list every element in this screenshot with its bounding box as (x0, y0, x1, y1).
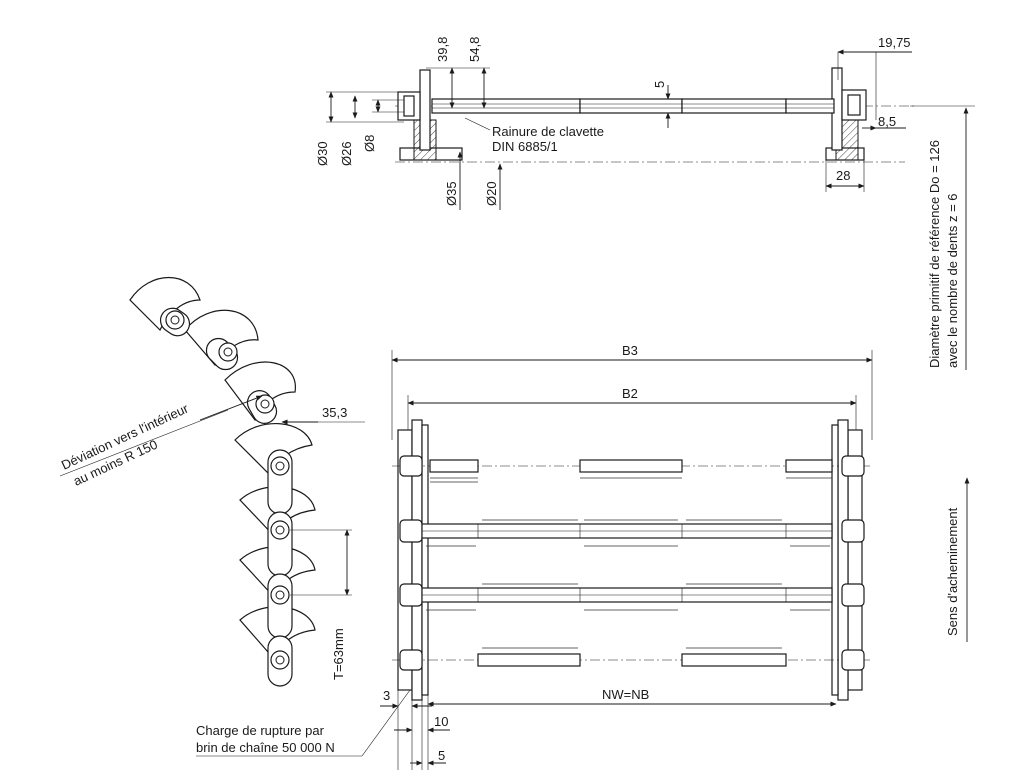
dia-20: Ø20 (484, 181, 499, 206)
chain-links (159, 307, 293, 687)
b2-label: B2 (622, 386, 638, 401)
right-annotations: Diamètre primitif de référence Do = 126 … (910, 105, 975, 642)
dia-30: Ø30 (315, 141, 330, 166)
front-view: B3 B2 (380, 343, 873, 770)
crossbar-3 (399, 583, 865, 607)
dim-19-75: 19,75 (878, 35, 911, 50)
right-chain (831, 419, 863, 701)
dim-8-5: 8,5 (878, 114, 896, 129)
nw-label: NW=NB (602, 687, 649, 702)
dia-35: Ø35 (444, 181, 459, 206)
breaking-load-label-2: brin de chaîne 50 000 N (196, 740, 335, 755)
dim-5-bottom: 5 (438, 748, 445, 763)
dia-26: Ø26 (339, 141, 354, 166)
crossbar-4 (392, 649, 872, 671)
dim-39-8: 39,8 (435, 37, 450, 62)
dim-10: 10 (434, 714, 448, 729)
pitch-label: T=63mm (331, 628, 346, 680)
dim-54-8: 54,8 (467, 37, 482, 62)
top-view: 39,8 54,8 5 19,75 8,5 28 Ø30 Ø26 Ø8 (315, 35, 915, 210)
keyway-label-1: Rainure de clavette (492, 124, 604, 139)
left-chain (397, 419, 429, 701)
dim-5-top: 5 (652, 81, 667, 88)
crossbar-2 (399, 519, 865, 543)
keyway-label-2: DIN 6885/1 (492, 139, 558, 154)
pitch-diameter-label-2: avec le nombre de dents z = 6 (945, 193, 960, 368)
dim-3: 3 (383, 688, 390, 703)
dim-28: 28 (836, 168, 850, 183)
breaking-load-label-1: Charge de rupture par (196, 723, 325, 738)
conveying-direction-label: Sens d'acheminement (945, 507, 960, 636)
brush-bristles (426, 477, 832, 649)
side-view: Déviation vers l'intérieur au moins R 15… (59, 277, 411, 757)
b3-label: B3 (622, 343, 638, 358)
pitch-diameter-label-1: Diamètre primitif de référence Do = 126 (927, 140, 942, 368)
dia-8: Ø8 (362, 135, 377, 152)
crossbar-1 (392, 455, 872, 477)
dim-35-3: 35,3 (322, 405, 347, 420)
